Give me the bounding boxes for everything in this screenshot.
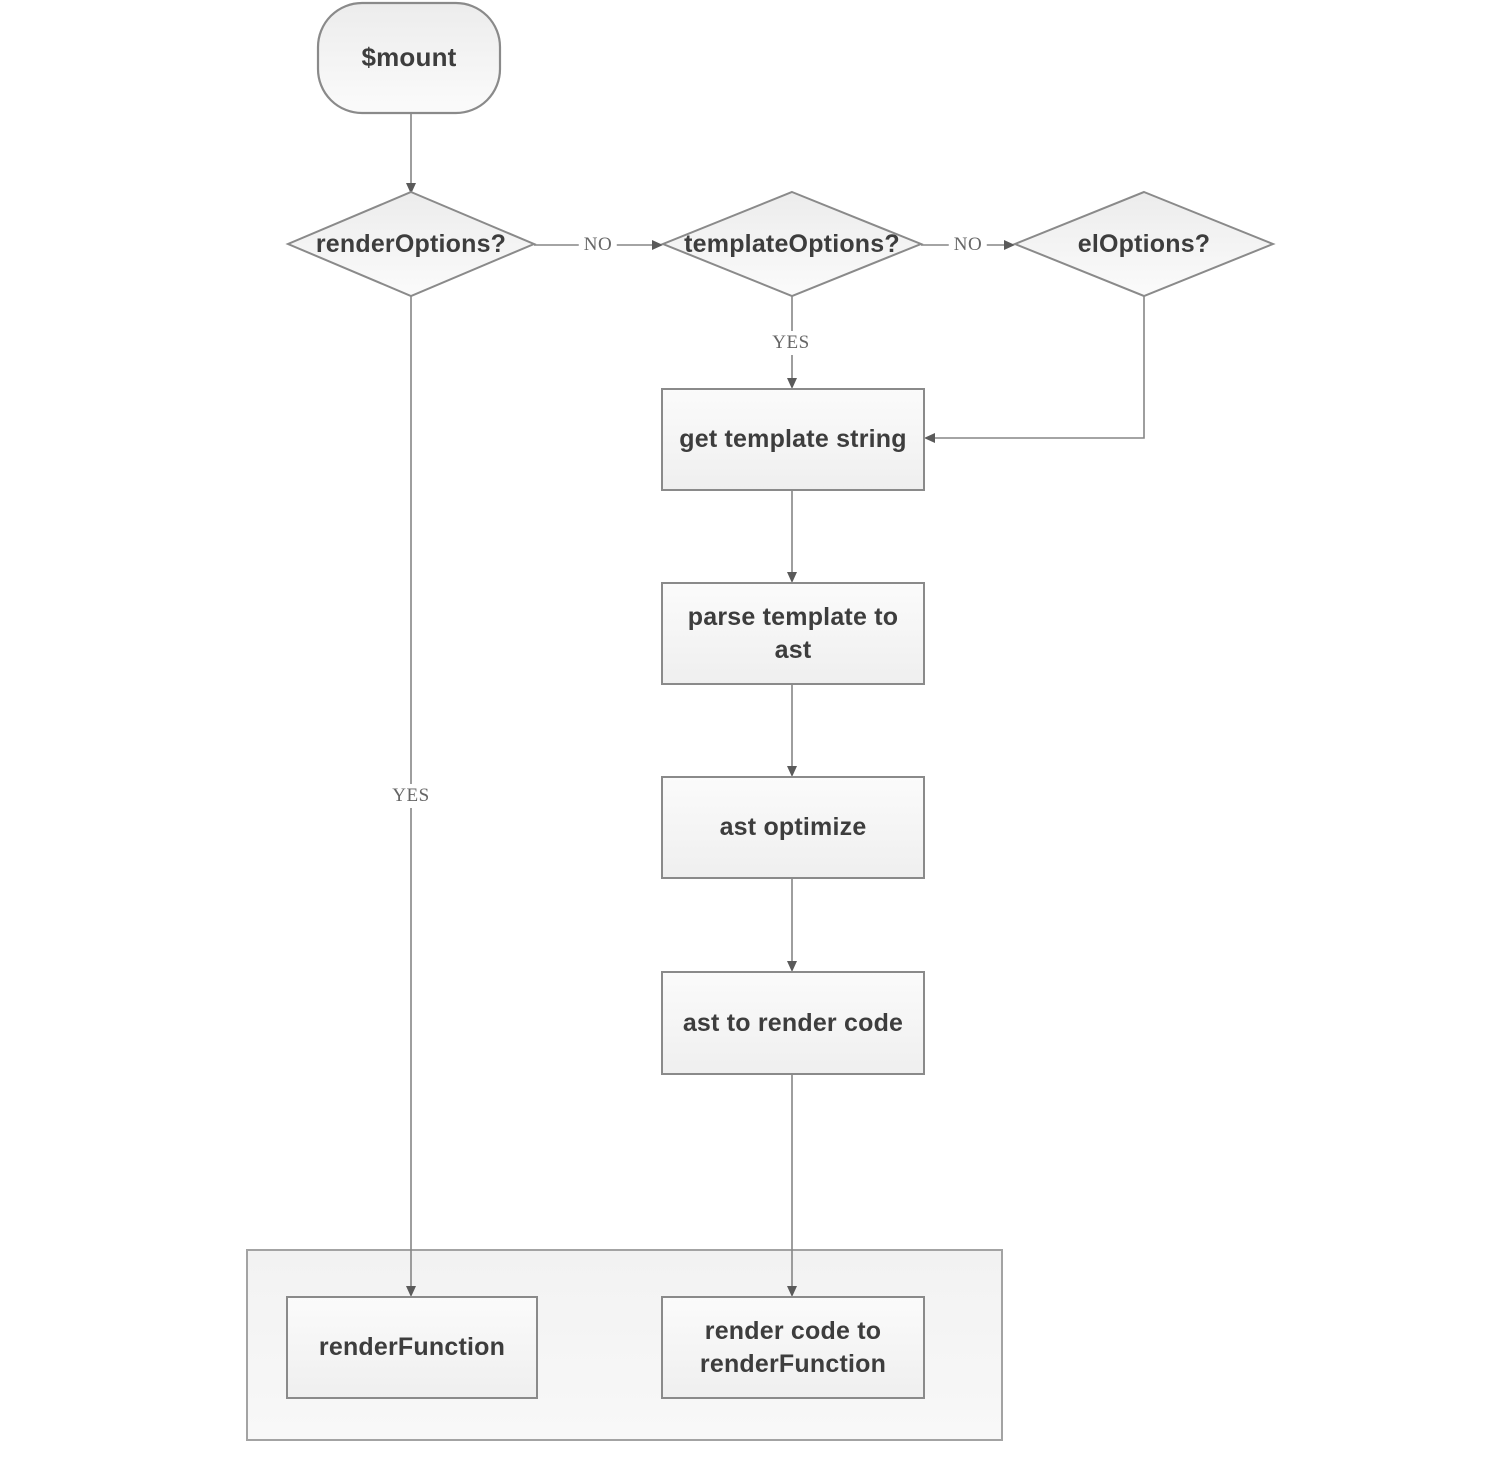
render-code-to-render-function-box [661,1296,925,1399]
get-template-string-box [661,388,925,491]
edge-el-options-to-get-template [935,296,1145,439]
arrowhead-down-optimize [787,766,797,777]
ast-to-render-code-box [661,971,925,1075]
arrowhead-left-get-template [924,433,935,443]
edge-label-render-options-yes: YES [387,784,435,808]
edge-label-template-options-no: NO [948,233,988,257]
arrowhead-right-template-options [652,240,663,250]
arrowhead-down-parse [787,572,797,583]
ast-optimize-box [661,776,925,879]
arrowhead-down-render-options [406,183,416,194]
render-options-diamond [285,190,537,298]
template-options-diamond [660,190,924,298]
render-function-box [286,1296,538,1399]
arrowhead-right-el-options [1004,240,1015,250]
el-options-diamond [1012,190,1276,298]
arrowhead-down-get-template [787,378,797,389]
arrowhead-down-render-code-to-fn [787,1286,797,1297]
arrowhead-down-ast-to-render [787,961,797,972]
start-terminal-shape [316,1,502,115]
edge-label-render-options-no: NO [578,233,618,257]
arrowhead-down-render-function [406,1286,416,1297]
parse-template-to-ast-box [661,582,925,685]
edge-label-template-options-yes: YES [767,331,815,355]
